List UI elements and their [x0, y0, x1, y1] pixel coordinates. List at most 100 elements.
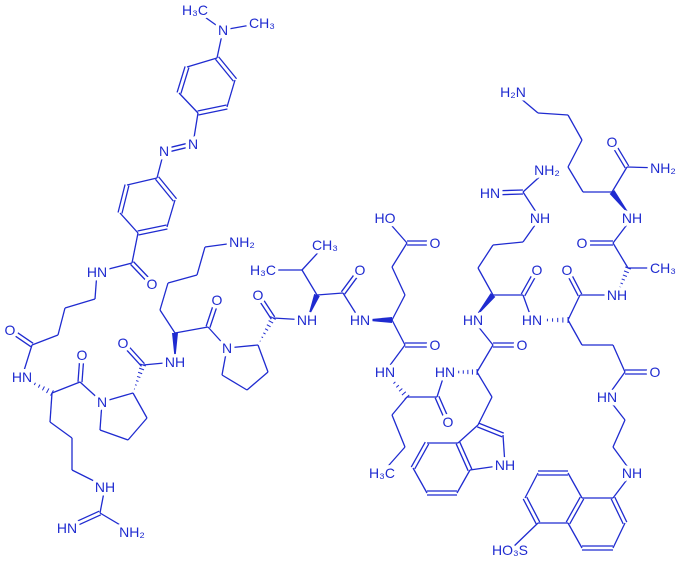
bond [476, 344, 494, 373]
atom-label: O [517, 337, 528, 353]
bond [520, 268, 536, 295]
bond [99, 512, 133, 533]
atom-label: HN [597, 389, 617, 405]
atom-label: NH [495, 457, 515, 473]
bond [154, 178, 174, 202]
bond [567, 472, 583, 499]
bond [522, 217, 541, 243]
bond [117, 184, 126, 213]
atom-label: O [607, 134, 618, 150]
bond [509, 522, 539, 551]
bond [384, 217, 408, 244]
bond [119, 212, 139, 234]
atom-label: NH [95, 479, 115, 495]
atom-label: O [443, 414, 454, 430]
bond [476, 371, 493, 398]
bond [214, 58, 234, 82]
bond [126, 177, 158, 186]
bond [526, 496, 541, 523]
bond [612, 522, 626, 549]
bond [246, 371, 269, 391]
bond [391, 396, 408, 416]
bond [393, 381, 396, 384]
atom-label: H₃C [250, 262, 276, 278]
bond [414, 443, 430, 470]
bond [472, 319, 494, 346]
bond [609, 142, 626, 169]
bond [477, 267, 494, 296]
bond [71, 469, 93, 481]
bond [569, 498, 585, 525]
bond [613, 140, 630, 167]
bond [138, 367, 145, 371]
atom-label: O [650, 364, 661, 380]
atom-label: N [218, 22, 228, 38]
wedge-bond [307, 293, 320, 320]
bond [622, 274, 628, 277]
bond [99, 401, 103, 431]
atom-label: N [222, 340, 232, 356]
atom-label: H₂N [500, 84, 526, 100]
atom-label: O [430, 235, 441, 251]
bond [226, 79, 236, 108]
bond [489, 189, 523, 192]
bond [257, 344, 269, 373]
bond [567, 294, 581, 321]
bond [33, 382, 36, 386]
bond [524, 472, 539, 499]
bond [342, 292, 361, 321]
bond [207, 326, 228, 349]
bond [522, 169, 548, 193]
bond [51, 381, 81, 394]
bond [301, 269, 318, 296]
bond [196, 246, 206, 276]
bond [159, 282, 169, 311]
bond [436, 371, 446, 398]
atom-label: O [562, 262, 573, 278]
bond [610, 498, 624, 525]
bond [567, 114, 583, 141]
atom-label: HN [350, 312, 370, 328]
bond [197, 104, 227, 112]
atom-label: HN [522, 312, 542, 328]
bond [79, 381, 103, 403]
bond [41, 386, 45, 391]
bond [391, 414, 406, 448]
bond [612, 242, 629, 269]
bond [391, 294, 406, 321]
bond [127, 417, 148, 441]
bond [261, 336, 264, 339]
atom-label: O [212, 292, 223, 308]
bond [142, 361, 176, 366]
atom-label: N [188, 136, 198, 152]
bond [81, 355, 85, 383]
atom-label: HN [87, 264, 107, 280]
bond [522, 498, 537, 525]
bond [619, 286, 622, 289]
bond [623, 270, 629, 274]
bond [455, 443, 469, 472]
bond [77, 354, 81, 382]
bond [492, 241, 524, 246]
bond [158, 176, 178, 200]
bond [264, 328, 269, 331]
atom-label: CH₃ [312, 237, 338, 253]
bond [612, 419, 626, 448]
bond [390, 378, 393, 381]
atom-label: HO [375, 210, 396, 226]
bond [459, 441, 473, 470]
bond [198, 108, 228, 116]
atom-label: O [77, 347, 88, 363]
bond [384, 344, 406, 373]
bond [522, 191, 541, 219]
bond [130, 263, 152, 286]
bond [522, 294, 533, 321]
bond [259, 293, 276, 318]
bond [10, 327, 34, 344]
atom-label: NH [622, 465, 642, 481]
bond [65, 510, 100, 527]
bond [132, 392, 148, 419]
bond [490, 193, 524, 196]
bond [316, 292, 344, 296]
